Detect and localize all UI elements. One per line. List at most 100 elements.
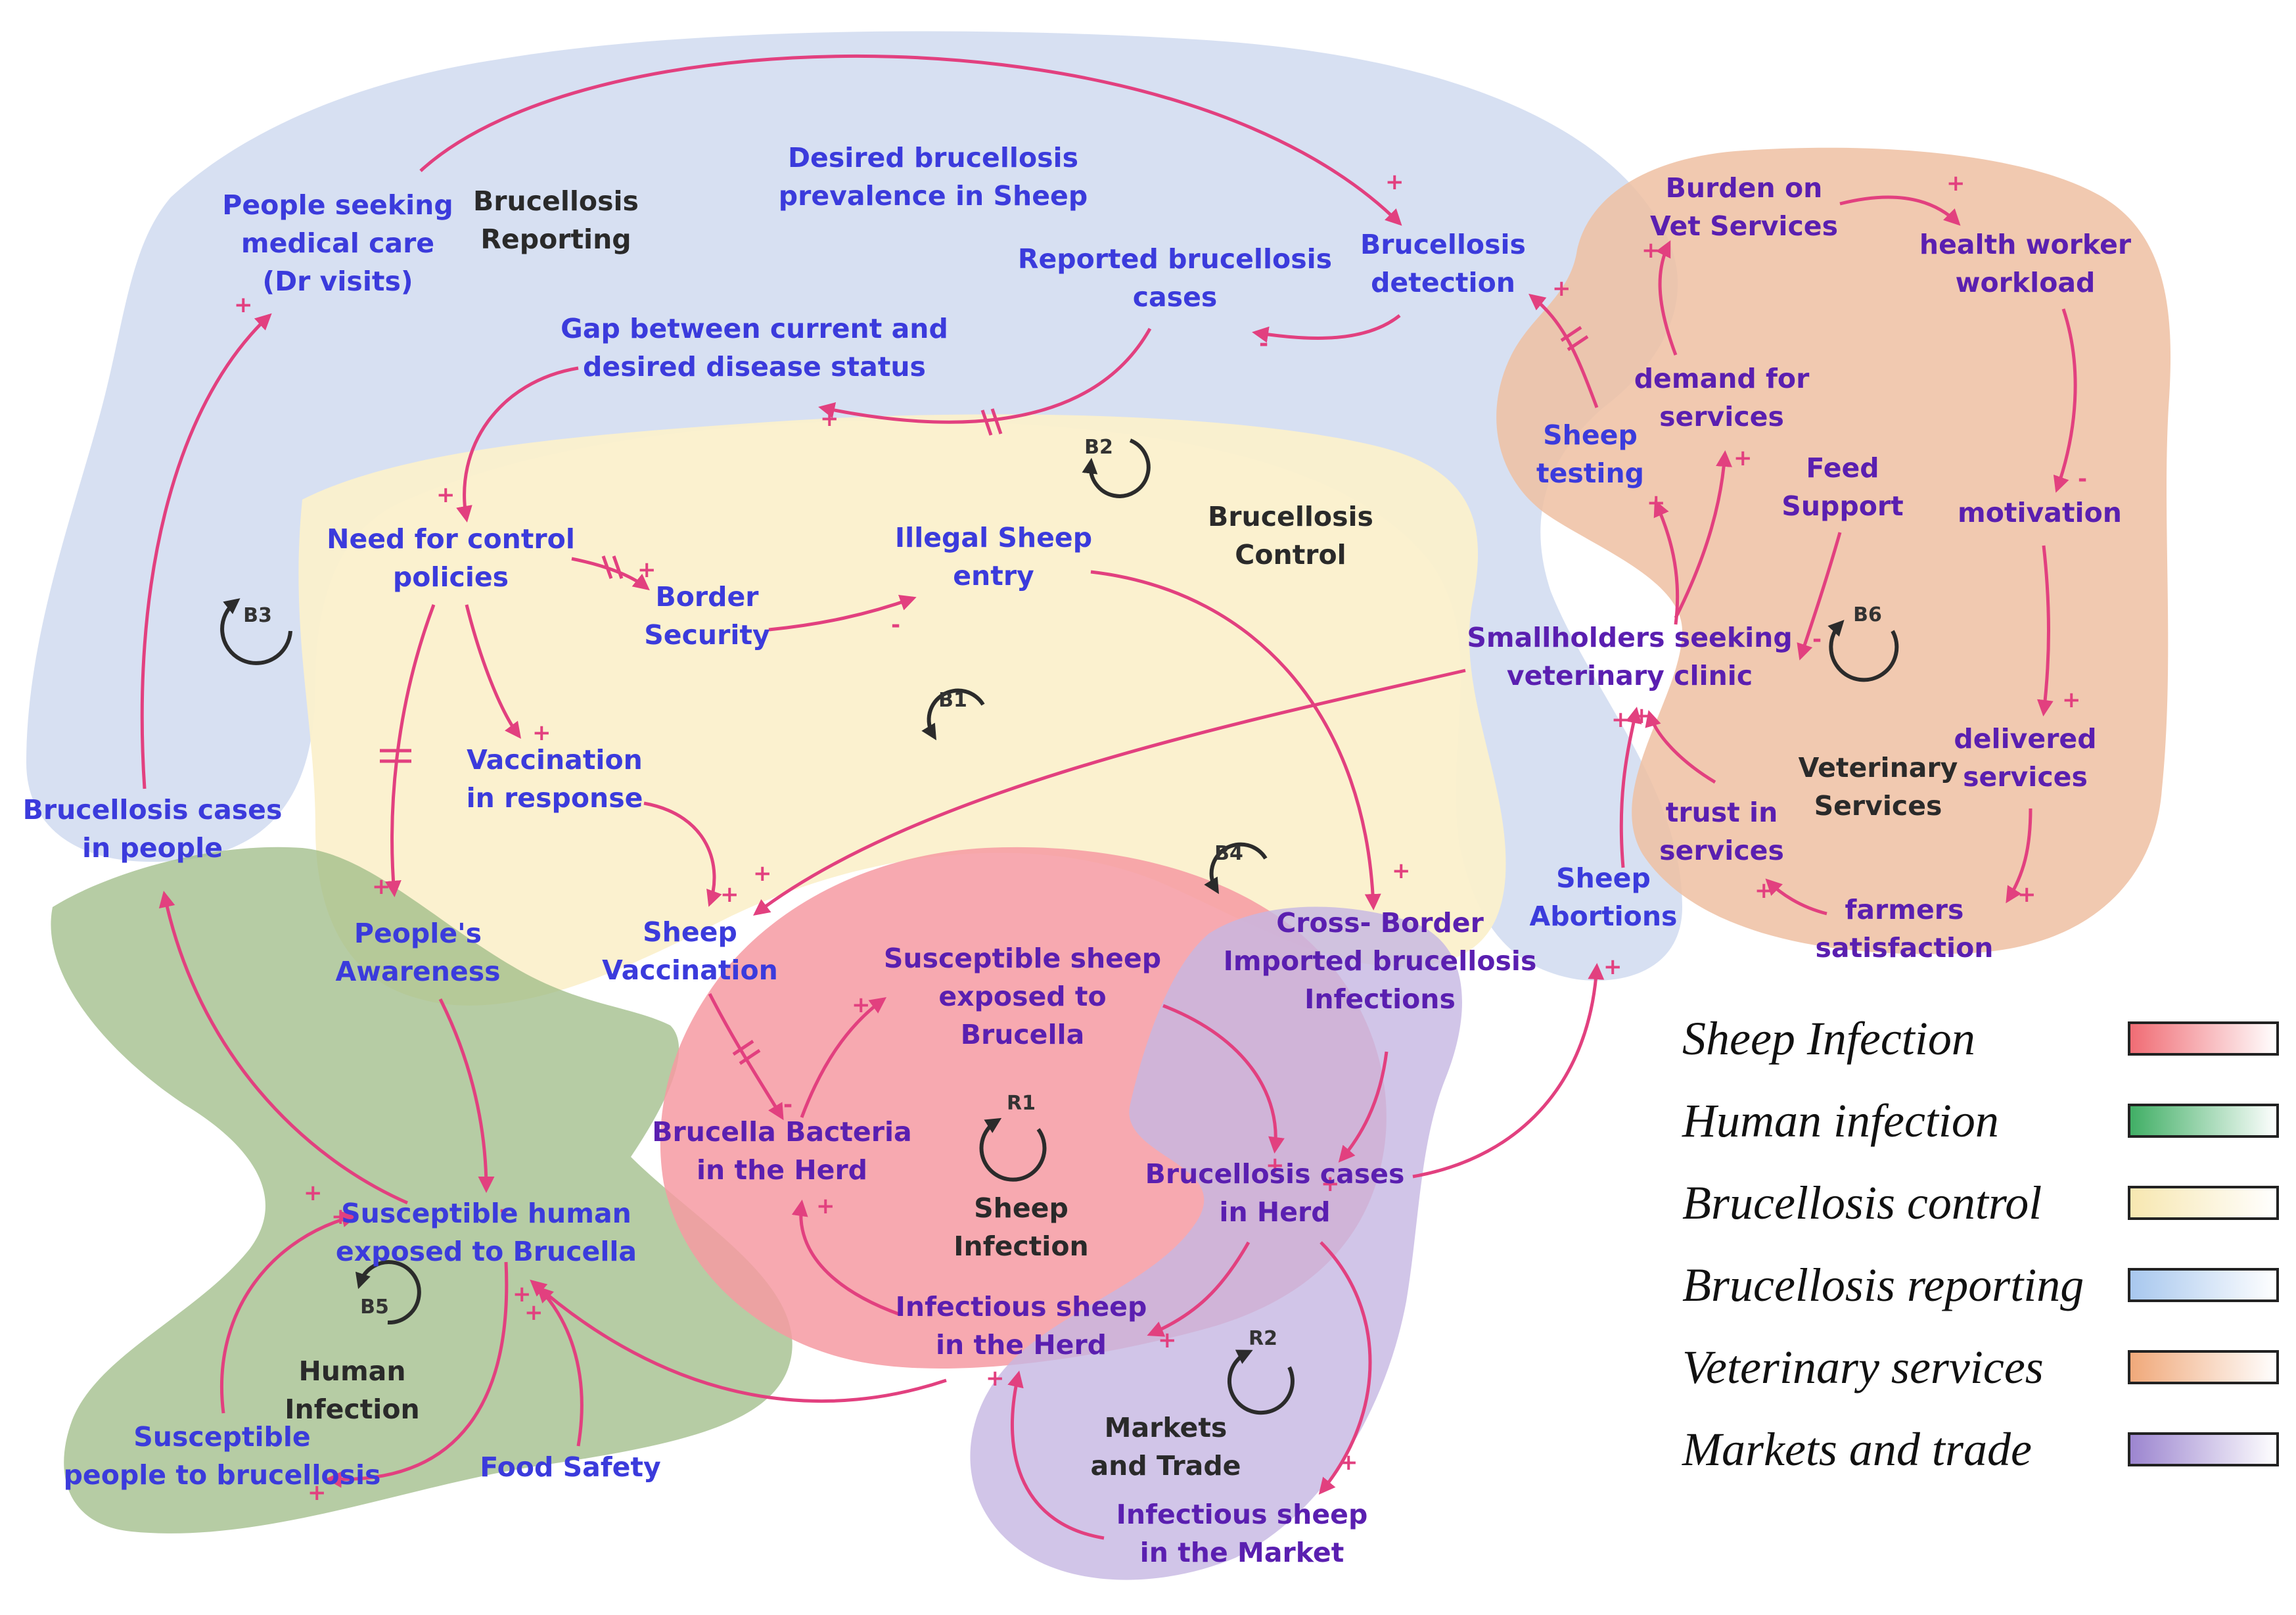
- svg-text:+: +: [524, 1299, 543, 1326]
- link-suscpeople-to-suschuman: [219, 1211, 358, 1414]
- loop-b6: B6: [1827, 603, 1899, 682]
- polarity-signs: + + + - + + + - + + + + + - - + + + + + …: [234, 169, 2087, 1506]
- link-reported-to-gap: [818, 327, 1152, 424]
- svg-text:-: -: [1259, 331, 1268, 357]
- loop-b2: B2: [1082, 436, 1151, 498]
- svg-text:+: +: [1733, 445, 1753, 471]
- link-infmarket-to-infherd: [1007, 1370, 1105, 1540]
- svg-text:-: -: [1812, 626, 1822, 653]
- svg-text:+: +: [1552, 275, 1571, 302]
- svg-text:B5: B5: [360, 1296, 389, 1319]
- legend-label: Sheep Infection: [1682, 1012, 1975, 1065]
- link-infherd-to-bacteria: [791, 1200, 901, 1317]
- link-detection-to-reported: [1252, 314, 1401, 343]
- link-smallholders-to-vacc: [753, 668, 1466, 916]
- region-reporting: [26, 31, 1682, 981]
- link-testing-to-detection: [1528, 293, 1599, 408]
- variable-motivation: motivation: [1958, 497, 2122, 528]
- svg-text:+: +: [1642, 237, 1661, 264]
- link-need-to-awareness: [384, 604, 436, 897]
- link-suschuman-to-suscpeople: [325, 1261, 509, 1488]
- svg-text:+: +: [1392, 858, 1411, 884]
- loop-b3: B3: [220, 598, 292, 665]
- svg-text:B4: B4: [1214, 842, 1243, 865]
- svg-text:+: +: [2017, 881, 2036, 908]
- svg-text:-: -: [783, 1092, 792, 1118]
- svg-text:+: +: [308, 1480, 327, 1506]
- link-delivered-to-satisfaction: [2006, 808, 2032, 904]
- link-suschuman-to-casespeople: [158, 891, 409, 1205]
- region-human: [51, 847, 792, 1533]
- svg-text:+: +: [1266, 1152, 1285, 1179]
- legend-swatch: [2128, 1104, 2279, 1138]
- link-abortions-to-smallholders: [1619, 707, 1642, 868]
- svg-text:+: +: [1611, 707, 1630, 733]
- legend-label: Brucellosis reporting: [1682, 1259, 2084, 1311]
- svg-text:+: +: [852, 992, 871, 1018]
- link-illegal-to-crossborder: [1090, 570, 1381, 910]
- svg-text:+: +: [986, 1365, 1005, 1392]
- svg-text:+: +: [372, 874, 391, 900]
- link-bacteria-to-exposed: [800, 997, 887, 1118]
- link-caseherd-to-infmarket: [1318, 1241, 1372, 1495]
- svg-text:+: +: [1339, 1449, 1358, 1476]
- svg-text:+: +: [1946, 170, 1965, 197]
- legend-swatch: [2128, 1350, 2279, 1384]
- link-need-to-vaccresp: [465, 604, 521, 739]
- link-feed-to-smallholders: [1797, 532, 1842, 661]
- causal-links: [140, 54, 2077, 1540]
- svg-text:B3: B3: [243, 604, 272, 627]
- link-satisfaction-to-trust: [1765, 878, 1827, 916]
- svg-text:+: +: [753, 860, 772, 887]
- svg-text:+: +: [2062, 687, 2081, 713]
- svg-text:-: -: [2078, 466, 2087, 492]
- link-smallholders-to-testing: [1653, 500, 1680, 625]
- link-burden-to-workload: [1839, 195, 1961, 226]
- link-gap-to-need: [456, 366, 579, 523]
- svg-text:+: +: [436, 482, 455, 508]
- link-exposed-to-caseherd: [1162, 1004, 1285, 1154]
- svg-text:R1: R1: [1007, 1092, 1036, 1115]
- loop-r1: R1: [979, 1092, 1047, 1182]
- legend-swatch: [2128, 1432, 2279, 1466]
- svg-text:+: +: [1755, 878, 1774, 904]
- link-need-to-border: [571, 557, 650, 591]
- region-markets: [970, 906, 1462, 1580]
- legend-label: Brucellosis control: [1682, 1177, 2042, 1229]
- variable-food-safety: Food Safety: [480, 1451, 660, 1483]
- region-control: [298, 414, 1506, 1006]
- link-food-to-suschuman: [536, 1286, 584, 1447]
- svg-text:+: +: [816, 1193, 835, 1219]
- loop-r2: R2: [1228, 1327, 1295, 1415]
- svg-text:+: +: [720, 881, 739, 908]
- link-smallholders-to-demand: [1674, 450, 1733, 619]
- link-demand-to-burden: [1655, 240, 1678, 356]
